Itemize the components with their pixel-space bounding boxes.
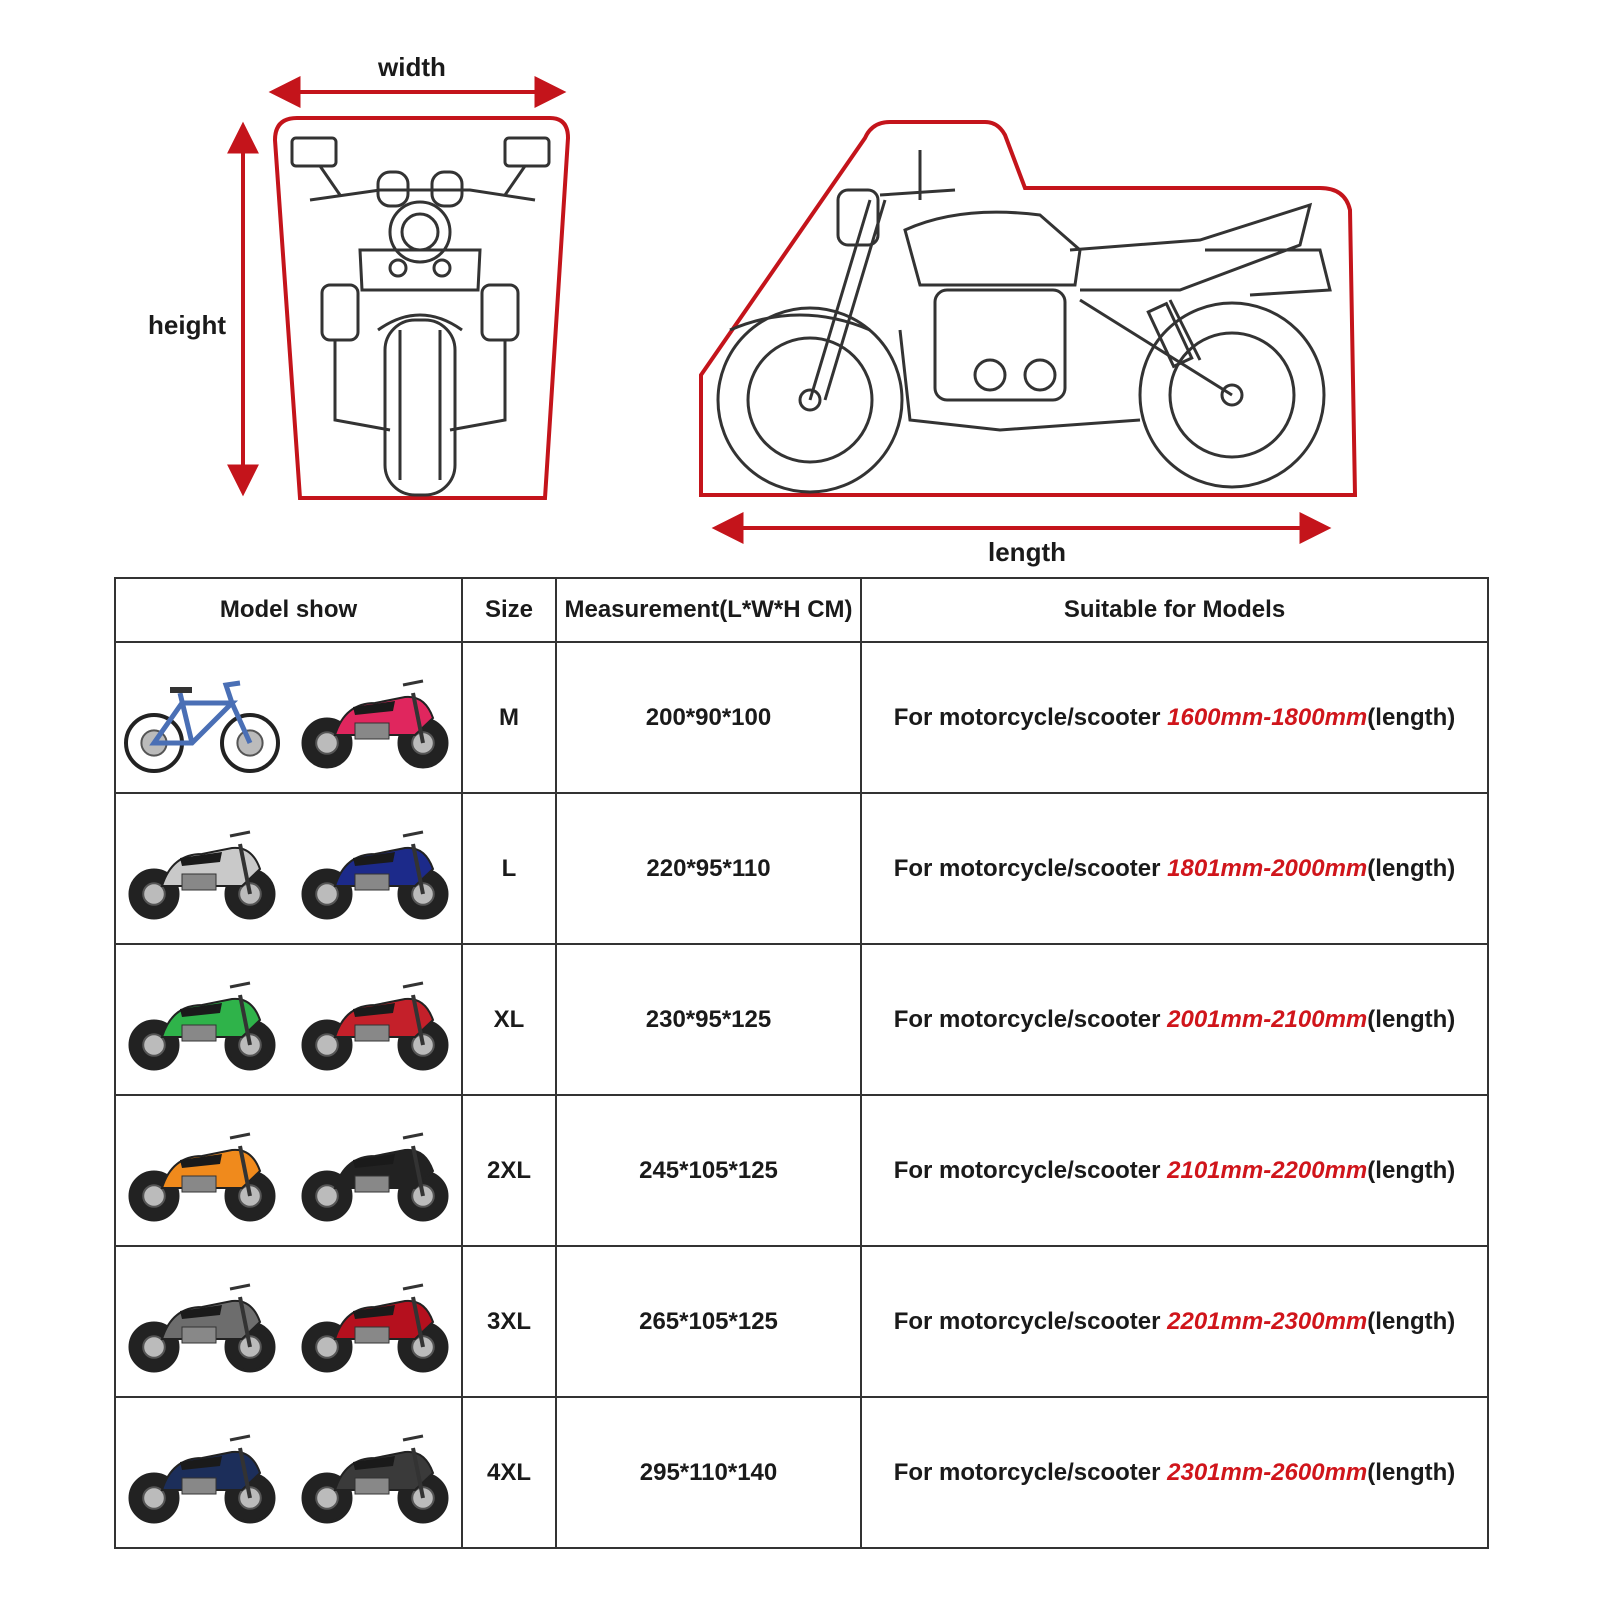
dirt-bike-image [128,1132,276,1221]
suitable-models-cell: For motorcycle/scooter 2101mm-2200mm(len… [860,1094,1489,1247]
goldwing-motorcycle-image [301,1434,449,1523]
header-suitable-models: Suitable for Models [860,577,1489,643]
suitable-models-cell: For motorcycle/scooter 1600mm-1800mm(len… [860,641,1489,794]
length-range: 1600mm-1800mm [1167,703,1368,731]
model-show-cell [114,641,463,794]
measurement-cell: 265*105*125 [555,1245,862,1398]
length-range: 2001mm-2100mm [1167,1005,1368,1033]
size-cell: XL [461,943,557,1096]
side-cover-outline [699,120,1358,497]
header-measurement: Measurement(L*W*H CM) [555,577,862,643]
model-show-cell [114,1396,463,1549]
scooter-image [301,679,449,768]
dimension-diagram: width height length [0,0,1600,570]
suitable-prefix: For motorcycle/scooter [893,1005,1168,1033]
maxi-scooter-image [301,1283,449,1372]
sport-motorcycle-image [301,981,449,1070]
sport-motorcycle-image [128,981,276,1070]
header-model-show: Model show [114,577,463,643]
length-label: length [988,537,1066,567]
suitable-suffix: (length) [1367,703,1456,731]
suitable-prefix: For motorcycle/scooter [893,854,1168,882]
measurement-cell: 295*110*140 [555,1396,862,1549]
suitable-prefix: For motorcycle/scooter [893,1307,1168,1335]
length-range: 2101mm-2200mm [1167,1156,1368,1184]
header-size: Size [461,577,557,643]
suitable-suffix: (length) [1367,1005,1456,1033]
dimension-diagram-svg [227,76,1358,544]
measurement-cell: 220*95*110 [555,792,862,945]
suitable-models-cell: For motorcycle/scooter 2301mm-2600mm(len… [860,1396,1489,1549]
size-cell: 4XL [461,1396,557,1549]
touring-motorcycle-image [128,1283,276,1372]
width-label: width [378,52,446,82]
measurement-cell: 245*105*125 [555,1094,862,1247]
length-range: 2201mm-2300mm [1167,1307,1368,1335]
height-label: height [148,310,226,340]
size-chart-table: Model show Size Measurement(L*W*H CM) Su… [114,577,1489,1549]
scooter-image [301,830,449,919]
suitable-models-text: For motorcycle/scooter 2001mm-2100mm(len… [894,1006,1456,1033]
suitable-suffix: (length) [1367,1156,1456,1184]
suitable-models-cell: For motorcycle/scooter 1801mm-2000mm(len… [860,792,1489,945]
side-view-motorcycle-icon [716,150,1332,494]
suitable-models-text: For motorcycle/scooter 1801mm-2000mm(len… [894,855,1456,882]
naked-motorcycle-image [301,1132,449,1221]
suitable-prefix: For motorcycle/scooter [893,703,1168,731]
front-view-motorcycle-icon [290,136,551,497]
model-show-cell [114,1094,463,1247]
model-show-cell [114,1245,463,1398]
suitable-suffix: (length) [1367,1458,1456,1486]
suitable-suffix: (length) [1367,854,1456,882]
suitable-models-cell: For motorcycle/scooter 2201mm-2300mm(len… [860,1245,1489,1398]
size-cell: 3XL [461,1245,557,1398]
front-cover-outline [272,116,571,500]
length-range: 1801mm-2000mm [1167,854,1368,882]
model-show-cell [114,792,463,945]
suitable-suffix: (length) [1367,1307,1456,1335]
measurement-cell: 230*95*125 [555,943,862,1096]
suitable-models-cell: For motorcycle/scooter 2001mm-2100mm(len… [860,943,1489,1096]
suitable-models-text: For motorcycle/scooter 2301mm-2600mm(len… [894,1459,1456,1486]
suitable-prefix: For motorcycle/scooter [893,1458,1168,1486]
length-range: 2301mm-2600mm [1167,1458,1368,1486]
suitable-models-text: For motorcycle/scooter 2101mm-2200mm(len… [894,1157,1456,1184]
bicycle-image [124,680,281,773]
table-header-row: Model show Size Measurement(L*W*H CM) Su… [114,577,1489,643]
measurement-cell: 200*90*100 [555,641,862,794]
suitable-models-text: For motorcycle/scooter 2201mm-2300mm(len… [894,1308,1456,1335]
size-cell: M [461,641,557,794]
size-cell: 2XL [461,1094,557,1247]
underbone-motorcycle-image [128,830,276,919]
model-show-cell [114,943,463,1096]
suitable-prefix: For motorcycle/scooter [893,1156,1168,1184]
cruiser-motorcycle-image [128,1434,276,1523]
suitable-models-text: For motorcycle/scooter 1600mm-1800mm(len… [894,704,1456,731]
size-cell: L [461,792,557,945]
